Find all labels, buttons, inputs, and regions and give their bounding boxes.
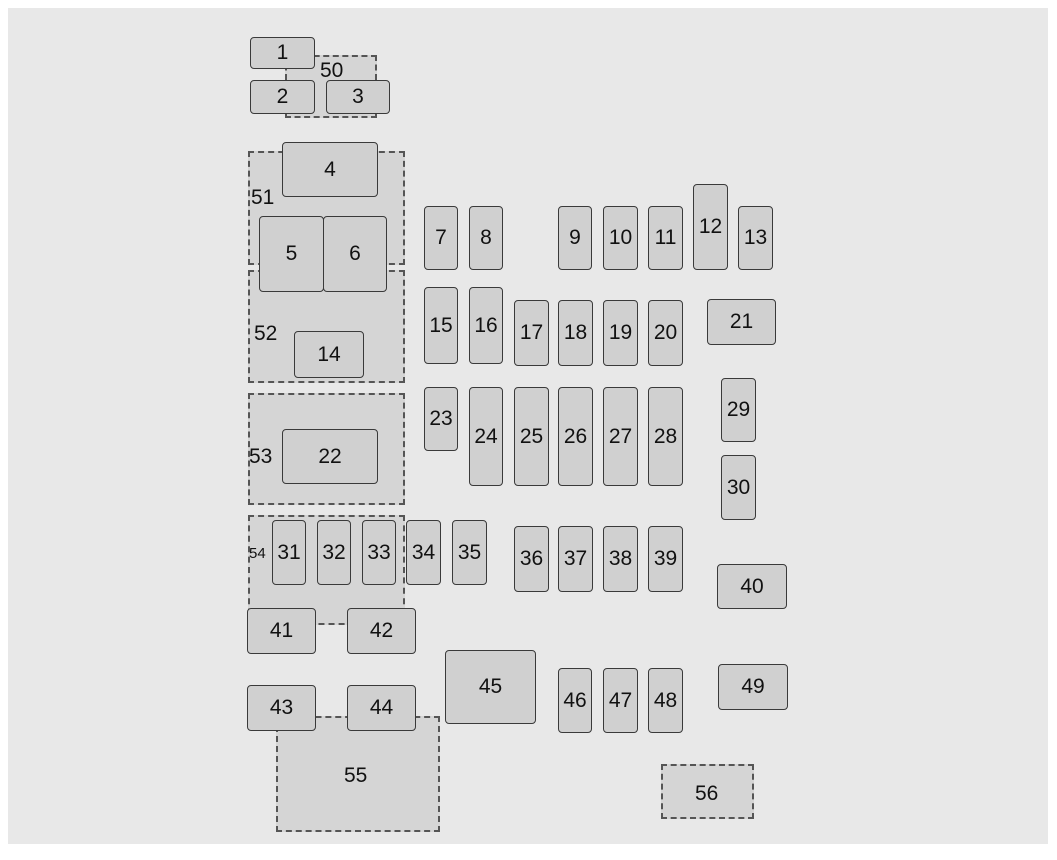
region-53-label: 53 [249, 445, 273, 468]
fuse-44: 44 [347, 685, 416, 731]
region-54-label: 54 [249, 545, 266, 562]
fuse-42: 42 [347, 608, 416, 654]
region-56-label: 56 [695, 782, 719, 805]
fuse-28: 28 [648, 387, 683, 486]
fuse-1: 1 [250, 37, 315, 69]
fuse-30: 30 [721, 455, 756, 520]
region-56 [661, 764, 754, 819]
fuse-43: 43 [247, 685, 316, 731]
fuse-5: 5 [259, 216, 324, 292]
fuse-33: 33 [362, 520, 396, 585]
fuse-12: 12 [693, 184, 728, 270]
fuse-41: 41 [247, 608, 316, 654]
fuse-7: 7 [424, 206, 458, 270]
fuse-40: 40 [717, 564, 787, 609]
fuse-3: 3 [326, 80, 390, 114]
fuse-22: 22 [282, 429, 378, 484]
fuse-38: 38 [603, 526, 638, 592]
fuse-32: 32 [317, 520, 351, 585]
fuse-13: 13 [738, 206, 773, 270]
fuse-37: 37 [558, 526, 593, 592]
fuse-10: 10 [603, 206, 638, 270]
fuse-25: 25 [514, 387, 549, 486]
fuse-49: 49 [718, 664, 788, 710]
fuse-2: 2 [250, 80, 315, 114]
region-55-label: 55 [344, 764, 368, 787]
region-50-label: 50 [320, 59, 344, 82]
fuse-31: 31 [272, 520, 306, 585]
fuse-18: 18 [558, 300, 593, 366]
fuse-17: 17 [514, 300, 549, 366]
fuse-6: 6 [323, 216, 387, 292]
fuse-24: 24 [469, 387, 503, 486]
fuse-47: 47 [603, 668, 638, 733]
region-51-label: 51 [251, 186, 275, 209]
fuse-14: 14 [294, 331, 364, 378]
fuse-21: 21 [707, 299, 776, 345]
fuse-36: 36 [514, 526, 549, 592]
fuse-26: 26 [558, 387, 593, 486]
fuse-27: 27 [603, 387, 638, 486]
fuse-39: 39 [648, 526, 683, 592]
fuse-15: 15 [424, 287, 458, 364]
fuse-46: 46 [558, 668, 592, 733]
fuse-8: 8 [469, 206, 503, 270]
fuse-19: 19 [603, 300, 638, 366]
fuse-45: 45 [445, 650, 536, 724]
fuse-16: 16 [469, 287, 503, 364]
fuse-35: 35 [452, 520, 487, 585]
region-55 [276, 716, 440, 832]
fuse-20: 20 [648, 300, 683, 366]
fuse-48: 48 [648, 668, 683, 733]
fuse-4: 4 [282, 142, 378, 197]
fuse-9: 9 [558, 206, 592, 270]
region-52-label: 52 [254, 322, 278, 345]
fuse-34: 34 [406, 520, 441, 585]
fuse-29: 29 [721, 378, 756, 442]
fuse-23: 23 [424, 387, 458, 451]
fuse-11: 11 [648, 206, 683, 270]
